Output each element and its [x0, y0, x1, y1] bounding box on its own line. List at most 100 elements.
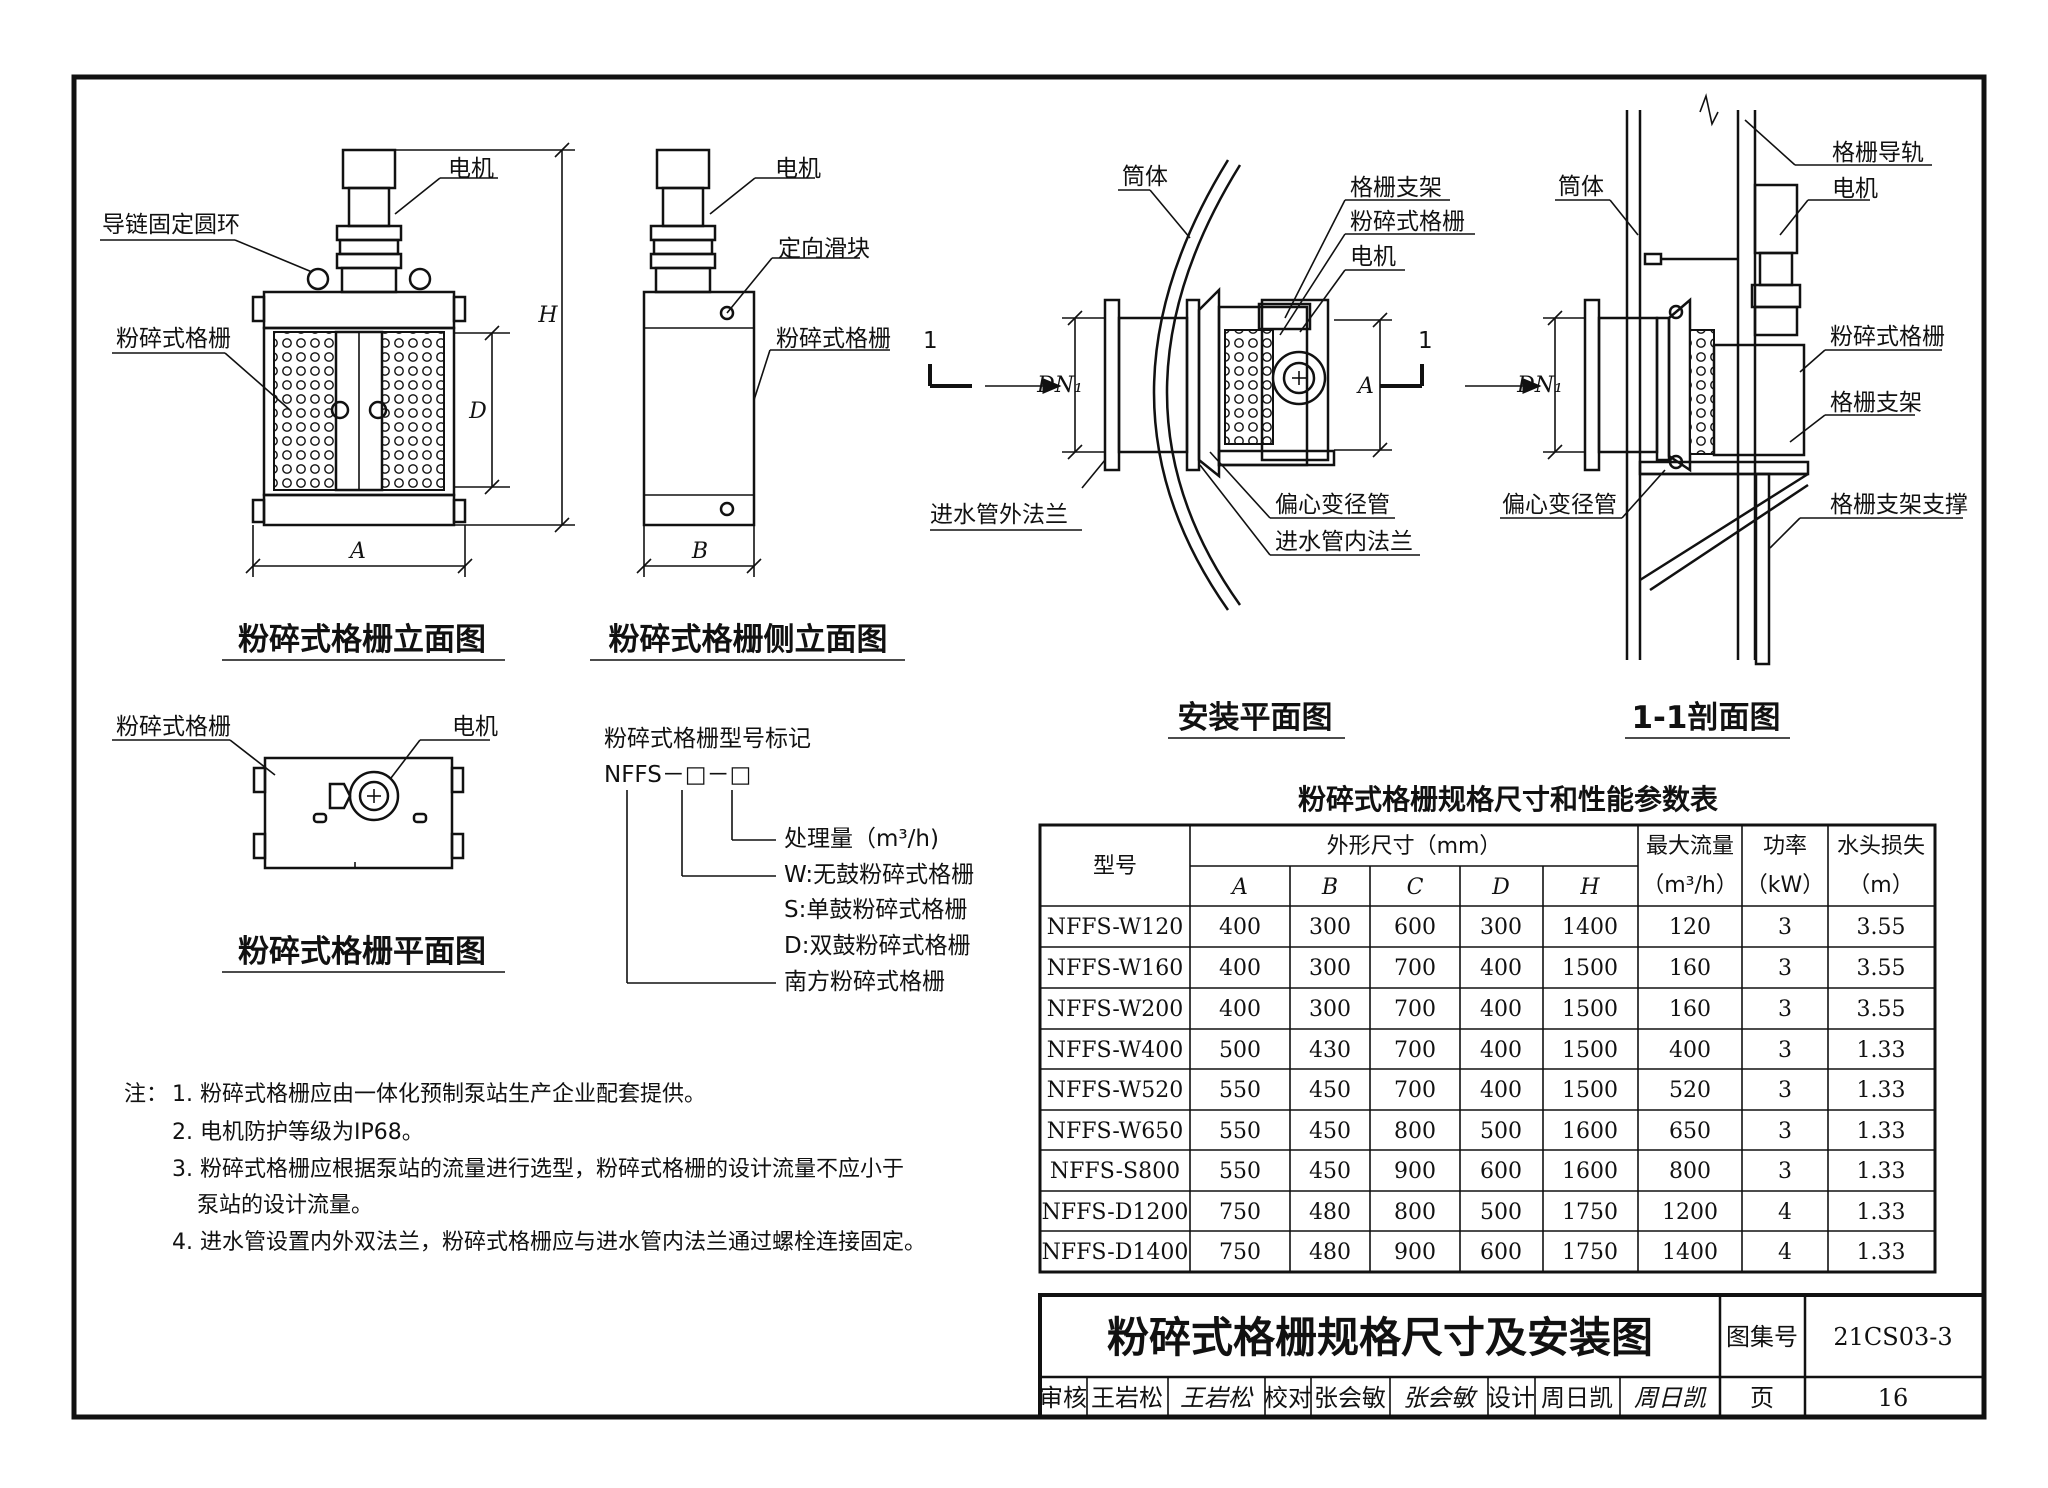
- table-cell: 900: [1394, 1159, 1436, 1184]
- label-chain-ring: 导链固定圆环: [102, 212, 240, 238]
- note-item: 4. 进水管设置内外双法兰，粉碎式格栅应与进水管内法兰通过螺栓连接固定。: [172, 1230, 926, 1255]
- drawing-title: 粉碎式格栅规格尺寸及安装图: [1107, 1313, 1653, 1362]
- label-grinder-plan2: 粉碎式格栅: [1350, 209, 1465, 235]
- param-table: 粉碎式格栅规格尺寸和性能参数表 型号 外形尺寸（mm） A B C D H 最大…: [1038, 783, 1937, 1274]
- th-loss: 水头损失: [1837, 834, 1925, 859]
- table-cell: 400: [1480, 1038, 1522, 1063]
- label-inner-flange: 进水管内法兰: [1275, 529, 1413, 555]
- label-motor-plan2: 电机: [1350, 244, 1396, 270]
- dim-b-label: B: [691, 539, 708, 564]
- designer-name: 周日凯: [1541, 1384, 1613, 1412]
- table-cell: 450: [1309, 1159, 1351, 1184]
- table-cell: 480: [1309, 1240, 1351, 1265]
- label-motor-section: 电机: [1832, 176, 1878, 202]
- table-cell: 3: [1778, 1078, 1792, 1103]
- th-loss-unit: （m）: [1848, 873, 1913, 898]
- label-motor-plan: 电机: [452, 714, 498, 740]
- table-cell: NFFS-D1400: [1042, 1240, 1189, 1265]
- table-cell: 1500: [1562, 956, 1618, 981]
- table-cell: 1.33: [1857, 1240, 1906, 1265]
- table-cell: 700: [1394, 1078, 1436, 1103]
- th-outer: 外形尺寸（mm）: [1327, 834, 1502, 859]
- atlas-label: 图集号: [1726, 1323, 1798, 1351]
- label-bracket-plan: 格栅支架: [1350, 175, 1442, 201]
- table-cell: 400: [1219, 997, 1261, 1022]
- label-rail: 格栅导轨: [1832, 140, 1924, 166]
- table-cell: 1500: [1562, 997, 1618, 1022]
- dim-a-label: A: [348, 539, 366, 564]
- label-motor: 电机: [448, 156, 494, 182]
- table-cell: 1.33: [1857, 1119, 1906, 1144]
- table-cell: 160: [1669, 997, 1711, 1022]
- table-cell: 500: [1480, 1200, 1522, 1225]
- note-item: 3. 粉碎式格栅应根据泵站的流量进行选型，粉碎式格栅的设计流量不应小于: [172, 1157, 904, 1182]
- table-cell: 300: [1309, 997, 1351, 1022]
- table-cell: 400: [1669, 1038, 1711, 1063]
- table-cell: 400: [1480, 956, 1522, 981]
- table-cell: NFFS-W650: [1047, 1119, 1184, 1144]
- th-d: D: [1491, 875, 1510, 900]
- code-item-brand: 南方粉碎式格栅: [784, 969, 945, 995]
- table-cell: 400: [1480, 997, 1522, 1022]
- table-cell: 3.55: [1857, 997, 1906, 1022]
- section-mark-right: 1: [1418, 328, 1433, 354]
- code-item-w: W:无鼓粉碎式格栅: [784, 862, 974, 888]
- table-cell: 800: [1394, 1119, 1436, 1144]
- table-cell: 160: [1669, 956, 1711, 981]
- title-block: 粉碎式格栅规格尺寸及安装图 图集号 21CS03-3 审核 王岩松 王岩松 校对…: [1038, 1293, 1986, 1419]
- table-cell: 1.33: [1857, 1038, 1906, 1063]
- table-cell: 400: [1219, 915, 1261, 940]
- review-label: 审核: [1039, 1384, 1087, 1412]
- table-cell: 3: [1778, 997, 1792, 1022]
- label-motor-side: 电机: [775, 156, 821, 182]
- section-view: DN₁ 格栅导轨 筒体 电机 粉碎式格栅 格栅支架 偏心变径管 格栅支架支撑 1…: [1465, 93, 1968, 739]
- th-power-unit: （kW）: [1746, 873, 1825, 898]
- install-plan-view: DN₁ A 1 1 筒体 格栅支架 粉碎式格栅 电机 进水管外法兰 偏心变径管: [923, 159, 1475, 739]
- code-item-d: D:双鼓粉碎式格栅: [784, 933, 970, 959]
- table-cell: 550: [1219, 1078, 1261, 1103]
- table-cell: 400: [1480, 1078, 1522, 1103]
- th-b: B: [1321, 875, 1338, 900]
- plan-view: 粉碎式格栅 电机 粉碎式格栅平面图: [112, 714, 505, 973]
- table-cell: 480: [1309, 1200, 1351, 1225]
- table-cell: NFFS-W200: [1047, 997, 1184, 1022]
- designer-signature: 周日凯: [1634, 1384, 1707, 1412]
- table-cell: 900: [1394, 1240, 1436, 1265]
- table-cell: 300: [1309, 956, 1351, 981]
- page-number: 16: [1878, 1384, 1909, 1412]
- section-mark-left: 1: [923, 328, 938, 354]
- table-cell: 520: [1669, 1078, 1711, 1103]
- label-outer-flange: 进水管外法兰: [930, 502, 1068, 528]
- label-bracket-section: 格栅支架: [1830, 390, 1922, 416]
- th-model: 型号: [1093, 854, 1137, 879]
- table-cell: 600: [1394, 915, 1436, 940]
- table-cell: 120: [1669, 915, 1711, 940]
- label-grinder-side: 粉碎式格栅: [776, 326, 891, 352]
- table-cell: NFFS-D1200: [1042, 1200, 1189, 1225]
- table-cell: NFFS-W400: [1047, 1038, 1184, 1063]
- notes-prefix: 注：: [124, 1082, 168, 1107]
- reviewer-signature: 王岩松: [1180, 1384, 1254, 1412]
- table-cell: 400: [1219, 956, 1261, 981]
- design-label: 设计: [1487, 1384, 1535, 1412]
- label-reducer-plan: 偏心变径管: [1275, 492, 1390, 518]
- table-cell: 500: [1480, 1119, 1522, 1144]
- table-cell: NFFS-W160: [1047, 956, 1184, 981]
- table-cell: 1750: [1562, 1200, 1618, 1225]
- section-caption: 1-1剖面图: [1631, 700, 1780, 736]
- dim-a-plan: A: [1356, 374, 1374, 399]
- table-cell: 300: [1480, 915, 1522, 940]
- table-cell: 1400: [1562, 915, 1618, 940]
- table-cell: 3: [1778, 1038, 1792, 1063]
- model-code: NFFS－□－□: [604, 762, 751, 788]
- table-cell: 3: [1778, 1159, 1792, 1184]
- table-cell: NFFS-W120: [1047, 915, 1184, 940]
- th-flow: 最大流量: [1646, 834, 1734, 859]
- table-cell: 1600: [1562, 1119, 1618, 1144]
